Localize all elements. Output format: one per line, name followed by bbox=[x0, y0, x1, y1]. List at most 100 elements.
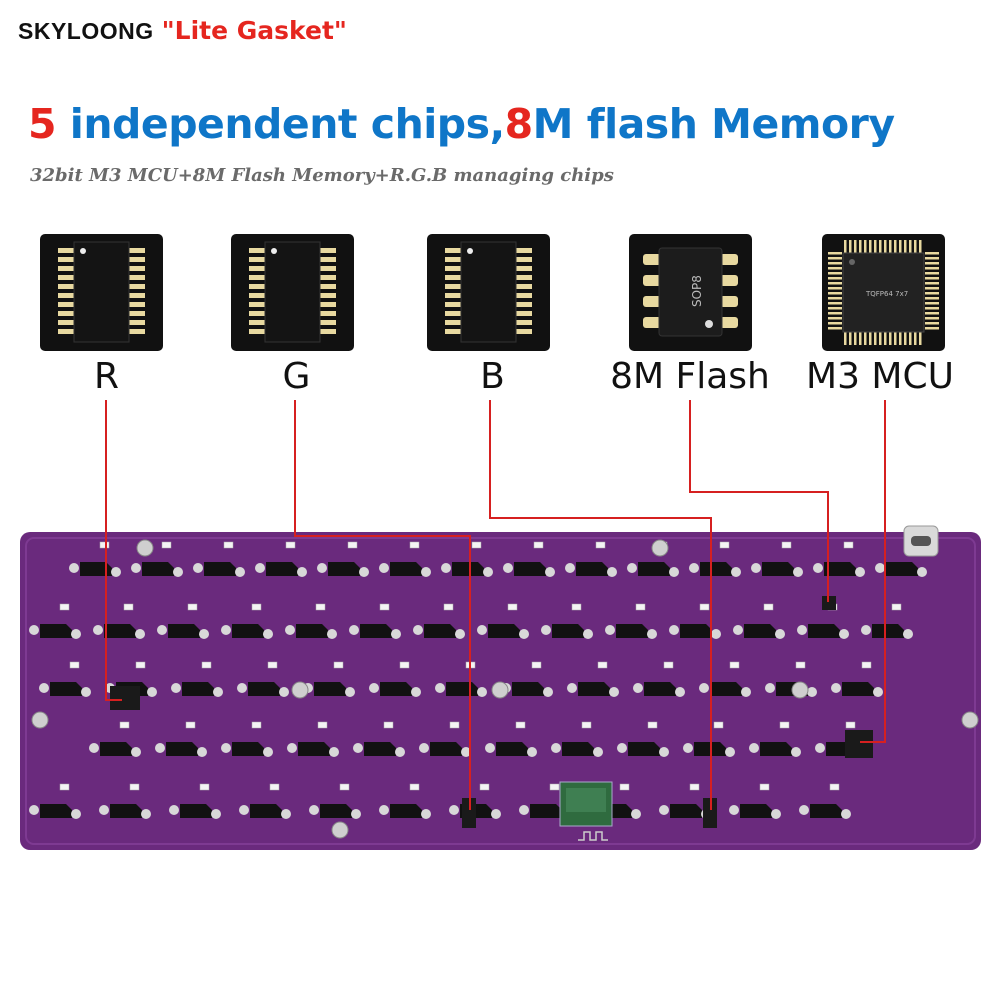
switch-socket-icon bbox=[182, 682, 214, 696]
led-icon bbox=[891, 603, 902, 611]
switch-socket-icon bbox=[100, 742, 132, 756]
led-icon bbox=[409, 541, 420, 549]
led-icon bbox=[409, 783, 420, 791]
led-icon bbox=[269, 783, 280, 791]
led-icon bbox=[699, 603, 710, 611]
led-icon bbox=[597, 661, 608, 669]
chip-marking-sop8: SOP8 bbox=[690, 275, 704, 307]
led-icon bbox=[69, 661, 80, 669]
led-icon bbox=[185, 721, 196, 729]
switch-socket-icon bbox=[644, 682, 676, 696]
led-icon bbox=[285, 541, 296, 549]
led-icon bbox=[267, 661, 278, 669]
led-icon bbox=[595, 541, 606, 549]
switch-socket-icon bbox=[232, 742, 264, 756]
led-icon bbox=[571, 603, 582, 611]
switch-socket-icon bbox=[616, 624, 648, 638]
led-icon bbox=[689, 783, 700, 791]
chip-b-tile bbox=[427, 234, 550, 351]
switch-socket-icon bbox=[842, 682, 874, 696]
switch-socket-icon bbox=[390, 804, 422, 818]
led-icon bbox=[129, 783, 140, 791]
switch-socket-icon bbox=[232, 624, 264, 638]
switch-socket-icon bbox=[328, 562, 360, 576]
switch-socket-icon bbox=[670, 804, 702, 818]
switch-socket-icon bbox=[810, 804, 842, 818]
led-icon bbox=[619, 783, 630, 791]
switch-socket-icon bbox=[452, 562, 484, 576]
switch-socket-icon bbox=[562, 742, 594, 756]
led-icon bbox=[399, 661, 410, 669]
chip-label-g: G bbox=[282, 356, 311, 397]
switch-socket-icon bbox=[808, 624, 840, 638]
led-icon bbox=[59, 783, 70, 791]
pcb-chip-g bbox=[462, 798, 476, 828]
headline-number-1: 5 bbox=[28, 100, 57, 148]
led-icon bbox=[199, 783, 210, 791]
led-icon bbox=[795, 661, 806, 669]
sop8-chip-icon: SOP8 bbox=[643, 247, 738, 337]
switch-socket-icon bbox=[710, 682, 742, 696]
switch-socket-icon bbox=[380, 682, 412, 696]
headline: 5 independent chips,8M flash Memory bbox=[28, 100, 988, 148]
led-icon bbox=[383, 721, 394, 729]
switch-socket-icon bbox=[740, 804, 772, 818]
switch-socket-icon bbox=[628, 742, 660, 756]
switch-socket-icon bbox=[512, 682, 544, 696]
led-icon bbox=[531, 661, 542, 669]
led-icon bbox=[843, 541, 854, 549]
chip-flash-tile: SOP8 bbox=[629, 234, 752, 351]
switch-socket-icon bbox=[50, 682, 82, 696]
switch-socket-icon bbox=[638, 562, 670, 576]
leader-line-g bbox=[294, 400, 471, 810]
switch-socket-icon bbox=[266, 562, 298, 576]
switch-socket-icon bbox=[314, 682, 346, 696]
led-icon bbox=[663, 661, 674, 669]
switch-socket-icon bbox=[168, 624, 200, 638]
led-icon bbox=[507, 603, 518, 611]
led-icon bbox=[647, 721, 658, 729]
led-icon bbox=[201, 661, 212, 669]
led-icon bbox=[635, 603, 646, 611]
led-icon bbox=[251, 603, 262, 611]
led-icon bbox=[471, 541, 482, 549]
pcb-chip-flash bbox=[822, 596, 836, 610]
chip-mcu-tile: TQFP64 7x7 bbox=[822, 234, 945, 351]
switch-socket-icon bbox=[40, 804, 72, 818]
switch-socket-icon bbox=[576, 562, 608, 576]
switch-socket-icon bbox=[40, 624, 72, 638]
led-icon bbox=[449, 721, 460, 729]
switch-socket-icon bbox=[488, 624, 520, 638]
led-icon bbox=[123, 603, 134, 611]
soic-chip-icon bbox=[445, 241, 532, 343]
led-icon bbox=[315, 603, 326, 611]
switch-socket-icon bbox=[700, 562, 732, 576]
brand-header: SKYLOONG "Lite Gasket" bbox=[18, 16, 347, 45]
led-icon bbox=[829, 783, 840, 791]
switch-socket-icon bbox=[552, 624, 584, 638]
switch-socket-icon bbox=[204, 562, 236, 576]
brand-logo: SKYLOONG bbox=[18, 18, 154, 44]
switch-socket-icon bbox=[250, 804, 282, 818]
led-icon bbox=[339, 783, 350, 791]
tqfp-chip-icon: TQFP64 7x7 bbox=[828, 240, 939, 345]
switch-socket-icon bbox=[110, 804, 142, 818]
chip-r-tile bbox=[40, 234, 163, 351]
led-icon bbox=[379, 603, 390, 611]
led-icon bbox=[779, 721, 790, 729]
headline-text-1: independent chips, bbox=[56, 100, 505, 148]
led-icon bbox=[763, 603, 774, 611]
chip-g-tile bbox=[231, 234, 354, 351]
led-icon bbox=[845, 721, 856, 729]
pcb-chip-mcu bbox=[845, 730, 873, 758]
switch-socket-icon bbox=[364, 742, 396, 756]
pcb-chip-r bbox=[110, 686, 140, 710]
switch-socket-icon bbox=[446, 682, 478, 696]
switch-socket-icon bbox=[514, 562, 546, 576]
switch-socket-icon bbox=[872, 624, 904, 638]
switch-socket-icon bbox=[248, 682, 280, 696]
switch-socket-icon bbox=[530, 804, 562, 818]
switch-socket-icon bbox=[320, 804, 352, 818]
led-icon bbox=[317, 721, 328, 729]
led-icon bbox=[161, 541, 172, 549]
